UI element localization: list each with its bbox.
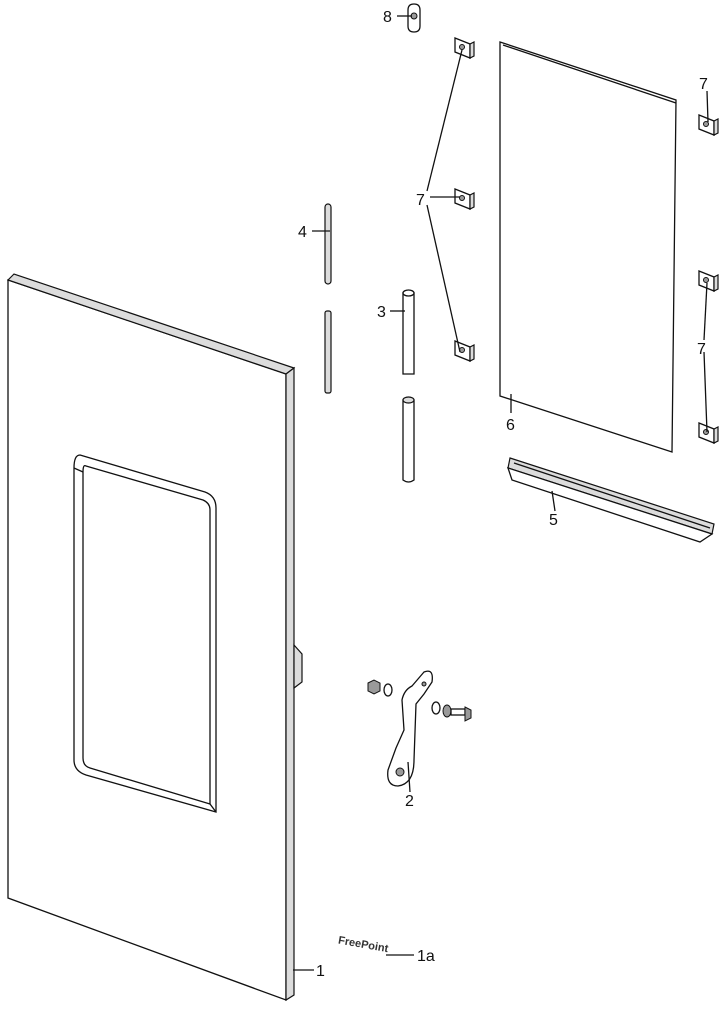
clip-center-top: [454, 37, 475, 59]
handle-tube: [402, 289, 415, 483]
callout-8: 8: [383, 9, 392, 26]
callout-1a: 1a: [417, 948, 435, 965]
clip-center-middle: [454, 188, 475, 210]
callout-5: 5: [549, 512, 558, 529]
clip-right-top: [698, 114, 719, 136]
callout-1: 1: [316, 963, 325, 980]
door-panel: [6, 273, 303, 1002]
clip-right-bottom: [698, 422, 719, 444]
callout-labels: 8 4 3 7 7 7 6 5 2 1a 1: [298, 9, 708, 980]
rod: [324, 203, 332, 394]
bottom-rail: [506, 457, 715, 543]
brand-logo-text: FreePoint: [337, 935, 389, 956]
screw-clip: [407, 3, 421, 33]
callout-4: 4: [298, 224, 307, 241]
callout-7-center: 7: [416, 192, 425, 209]
hinge-hardware: [367, 679, 472, 722]
callout-3: 3: [377, 304, 386, 321]
callout-7-right-lower: 7: [697, 341, 706, 358]
leader-lines: [293, 15, 709, 971]
brand-logo: FreePoint: [337, 935, 389, 956]
callout-6: 6: [506, 417, 515, 434]
clip-right-middle: [698, 270, 719, 292]
hinge-bracket: [387, 670, 433, 787]
callout-2: 2: [405, 793, 414, 810]
callout-7-right-top: 7: [699, 76, 708, 93]
glass-panel: [499, 41, 677, 453]
